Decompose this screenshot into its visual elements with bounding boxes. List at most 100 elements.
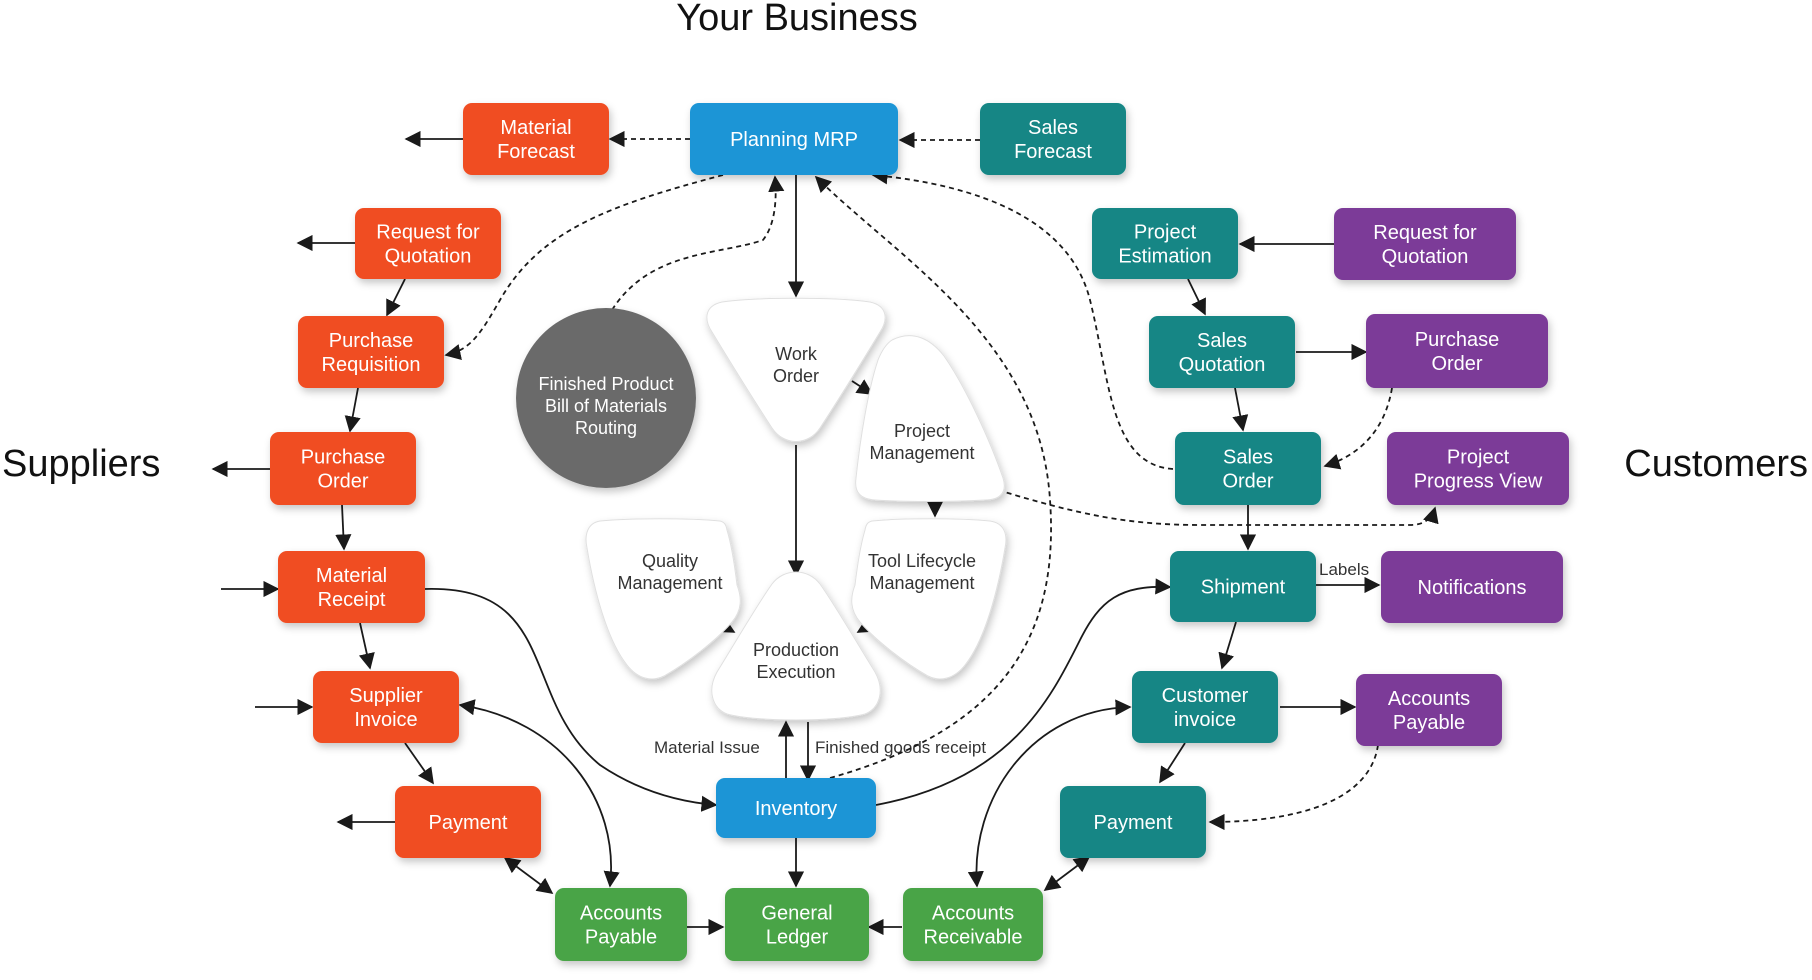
arrow-sales-order-to-mrp <box>871 168 1174 470</box>
tool-lifecycle-line-2: Management <box>869 573 974 593</box>
customer-invoice-label-2: invoice <box>1174 709 1236 731</box>
general-ledger-label-2: Ledger <box>766 927 829 949</box>
purchase-order-customer-label-1: Purchase <box>1415 329 1500 351</box>
purchase-order-supplier-box <box>270 432 416 505</box>
supplier-invoice-label-2: Invoice <box>354 709 417 731</box>
sales-forecast-label-2: Forecast <box>1014 141 1092 163</box>
arrow-bom-to-mrp <box>611 175 785 311</box>
accounts-receivable-box <box>903 888 1043 961</box>
payment-supplier-node[interactable]: Payment <box>395 786 541 858</box>
project-management-line-1: Project <box>894 421 950 441</box>
project-progress-view-label-2: Progress View <box>1414 471 1543 493</box>
finished-product-line-1: Finished Product <box>538 374 673 394</box>
payment-customer-label-1: Payment <box>1094 812 1173 834</box>
accounts-payable-customer-box <box>1356 674 1502 746</box>
sales-order-label-2: Order <box>1222 471 1273 493</box>
rfq-supplier-box <box>355 208 501 279</box>
project-progress-view-box <box>1387 432 1569 505</box>
work-order-node[interactable]: Work Order <box>706 297 886 442</box>
arrow-po-to-receipt <box>335 504 352 551</box>
tool-lifecycle-line-1: Tool Lifecycle <box>868 551 976 571</box>
tool-lifecycle-shape <box>851 518 1007 680</box>
edge-label-finished-goods-receipt: Finished goods receipt <box>815 738 986 757</box>
arrow-payment-ap <box>503 857 554 894</box>
sales-forecast-label-1: Sales <box>1028 117 1078 139</box>
project-estimation-label-2: Estimation <box>1118 246 1211 268</box>
work-order-line-2: Order <box>773 366 819 386</box>
material-receipt-label-1: Material <box>316 565 387 587</box>
planning-mrp-node[interactable]: Planning MRP <box>690 103 898 175</box>
quality-management-node[interactable]: Quality Management <box>585 518 741 680</box>
sales-quotation-box <box>1149 316 1295 388</box>
material-forecast-label-1: Material <box>500 117 571 139</box>
inventory-node[interactable]: Inventory <box>716 778 876 838</box>
purchase-requisition-label-2: Requisition <box>322 354 421 376</box>
project-estimation-box <box>1092 208 1238 279</box>
planning-mrp-box <box>690 103 898 175</box>
payment-supplier-label-1: Payment <box>429 812 508 834</box>
arrow-project-mgmt-to-progress-view <box>997 489 1439 526</box>
arrow-ap-to-customer-payment <box>1208 744 1379 831</box>
quality-management-shape <box>585 518 741 680</box>
production-execution-line-1: Production <box>753 640 839 660</box>
notifications-label-1: Notifications <box>1418 577 1527 599</box>
sales-order-box <box>1175 432 1321 505</box>
finished-product-circle <box>516 308 696 488</box>
project-management-node[interactable]: Project Management <box>855 335 1005 502</box>
arrow-po-to-sales-order <box>1323 387 1393 470</box>
material-forecast-box <box>463 103 609 175</box>
shipment-node[interactable]: Shipment <box>1170 551 1316 622</box>
purchase-requisition-label-1: Purchase <box>329 330 414 352</box>
arrow-customer-invoice-to-payment <box>1159 742 1186 784</box>
arrow-customer-invoice-ar <box>967 699 1132 888</box>
purchase-order-customer-label-2: Order <box>1431 353 1482 375</box>
accounts-payable-ledger-label-1: Accounts <box>580 903 662 925</box>
inventory-box <box>716 778 876 838</box>
accounts-payable-ledger-box <box>555 888 687 961</box>
sales-quotation-label-2: Quotation <box>1179 354 1266 376</box>
arrow-shipment-to-customer-invoice <box>1218 621 1237 670</box>
finished-product-line-2: Bill of Materials <box>545 396 667 416</box>
project-management-shape <box>855 335 1005 502</box>
accounts-receivable-label-1: Accounts <box>932 903 1014 925</box>
finished-product-node[interactable]: Finished Product Bill of Materials Routi… <box>516 308 696 488</box>
tool-lifecycle-node[interactable]: Tool Lifecycle Management <box>851 518 1007 680</box>
production-execution-node[interactable]: Production Execution <box>711 571 881 721</box>
project-estimation-label-1: Project <box>1134 222 1197 244</box>
arrow-invoice-to-ap <box>458 699 620 888</box>
sales-order-label-1: Sales <box>1223 447 1273 469</box>
work-order-shape <box>706 297 886 442</box>
heading-your-business: Your Business <box>676 0 918 39</box>
notifications-node[interactable]: Notifications <box>1381 551 1563 623</box>
payment-customer-box <box>1060 786 1206 858</box>
shipment-label-1: Shipment <box>1201 577 1286 599</box>
connections <box>211 130 1439 936</box>
purchase-requisition-box <box>298 316 444 388</box>
arrow-estimation-to-quotation <box>1187 278 1206 316</box>
production-core: Finished Product Bill of Materials Routi… <box>516 297 1007 721</box>
payment-customer-node[interactable]: Payment <box>1060 786 1206 858</box>
sales-forecast-box <box>980 103 1126 175</box>
material-receipt-box <box>278 551 425 623</box>
purchase-order-supplier-label-1: Purchase <box>301 447 386 469</box>
production-execution-line-2: Execution <box>756 662 835 682</box>
